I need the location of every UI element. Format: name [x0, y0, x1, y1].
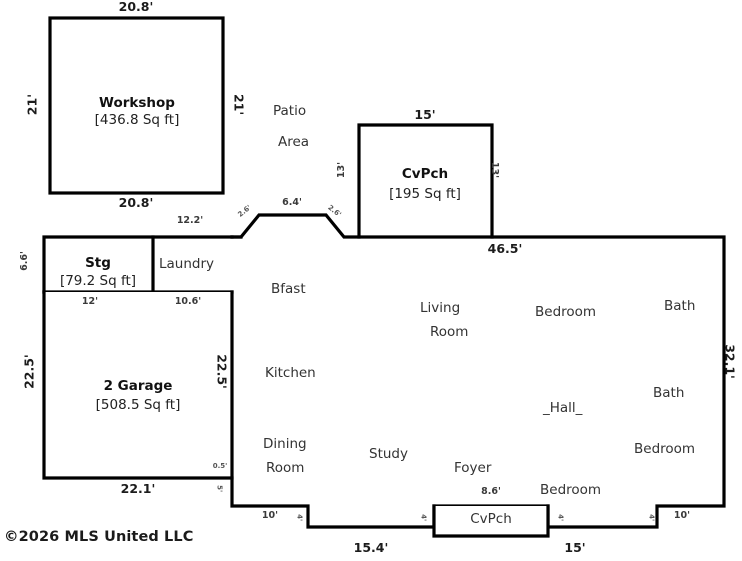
workshop-dim-top: 20.8': [118, 0, 154, 14]
laundry-dim-bottom: 10.6': [174, 296, 202, 307]
cvpch-bottom-fill: [434, 506, 548, 536]
bottom-right-step-dim: 4': [647, 514, 656, 522]
bottom-left-run-dim: 10': [261, 510, 279, 521]
workshop-fill: [50, 18, 223, 193]
stg-dim-bottom: 12': [81, 296, 99, 307]
cvpch-top-name: CvPch: [401, 166, 449, 182]
room-label-patio: Patio: [273, 103, 307, 119]
cvpch-bottom-outline: [432, 504, 550, 538]
main-top-dim: 46.5': [487, 241, 523, 256]
copyright-notice: ©2026 MLS United LLC: [4, 529, 194, 545]
garage-dim-bottom: 22.1': [120, 481, 156, 496]
room-label-bath-top: Bath: [664, 298, 696, 314]
garage-name: 2 Garage: [103, 378, 173, 394]
room-label-patio-area: Area: [278, 134, 310, 150]
room-label-bfast: Bfast: [271, 281, 306, 297]
room-label-dining-room: Room: [266, 460, 305, 476]
room-label-dining: Dining: [263, 436, 307, 452]
room-label-kitchen: Kitchen: [265, 365, 316, 381]
workshop-area: [436.8 Sq ft]: [94, 112, 180, 128]
cvpch-bottom-name: CvPch: [470, 511, 512, 527]
cvpch-top-area: [195 Sq ft]: [389, 186, 461, 202]
cvpch-top-fill: [359, 125, 492, 237]
bottom-mid-run-dim: 15.4': [353, 540, 389, 555]
garage-fill: [44, 292, 232, 478]
bottom-far-right-run-dim: 10': [673, 510, 691, 521]
laundry-run-dim: 12.2': [176, 215, 204, 226]
main-right-dim: 32.1': [722, 344, 738, 379]
cvpch-bottom-left-step-dim: 4': [419, 514, 428, 522]
workshop-outline: [48, 16, 225, 195]
bottom-right-run-dim: 15': [564, 540, 586, 555]
cvpch-top-dim-right: 13': [488, 161, 500, 179]
garage-outline: [42, 290, 234, 480]
garage-edge-dim: 5': [215, 485, 224, 493]
workshop-name: Workshop: [99, 95, 175, 111]
bottom-left-step-dim: 4': [295, 514, 304, 522]
notch-top-dim: 6.4': [282, 197, 302, 208]
cvpch-bottom-right-step-dim: 4': [556, 514, 565, 522]
main-house-outline: [230, 213, 726, 529]
room-label-foyer: Foyer: [454, 460, 492, 476]
stg-laundry-outline: [42, 235, 234, 294]
stg-area: [79.2 Sq ft]: [59, 273, 137, 289]
room-label-hall: _Hall_: [543, 400, 583, 416]
stg-name: Stg: [85, 255, 111, 271]
room-label-bath-mid: Bath: [653, 385, 685, 401]
room-label-bedroom-right: Bedroom: [634, 441, 696, 457]
garage-dim-right: 22.5': [214, 354, 230, 389]
room-label-laundry: Laundry: [159, 256, 215, 272]
room-label-bedroom-bottom-mid: Bedroom: [540, 482, 602, 498]
room-label-living: Living: [420, 300, 461, 316]
garage-dim-left: 22.5': [21, 354, 37, 389]
cvpch-top-outline: [357, 123, 494, 239]
workshop-dim-left: 21': [24, 93, 40, 116]
workshop-dim-right: 21': [231, 93, 247, 116]
cvpch-top-dim-top: 15': [414, 107, 436, 122]
cvpch-bottom-dim-top: 8.6': [481, 486, 501, 497]
room-label-bedroom-top: Bedroom: [535, 304, 597, 320]
room-label-study: Study: [369, 446, 408, 462]
garage-area: [508.5 Sq ft]: [95, 397, 181, 413]
stg-dim-left: 6.6': [19, 251, 31, 271]
garage-corner-dim: 0.5': [212, 462, 228, 470]
cvpch-top-dim-left: 13': [336, 161, 348, 179]
workshop-dim-bottom: 20.8': [118, 195, 154, 210]
room-label-living-room: Room: [430, 324, 469, 340]
